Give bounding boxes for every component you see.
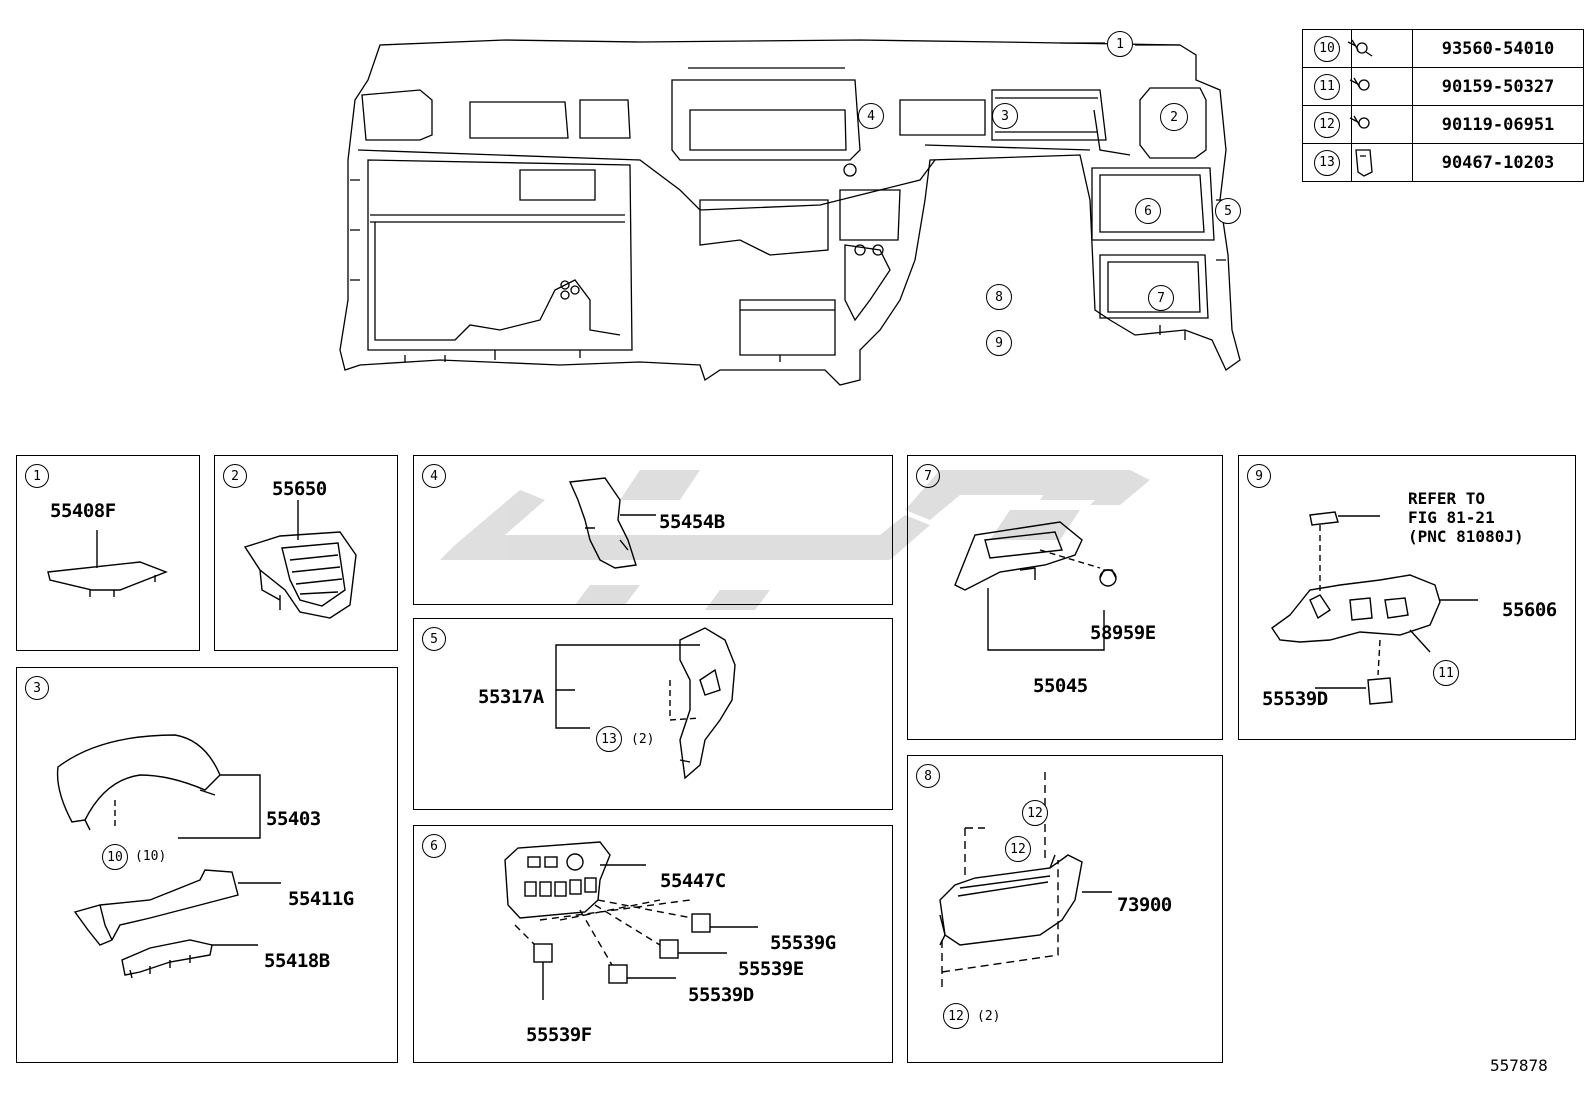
fastener-qty: (2): [631, 732, 655, 747]
overview-callout-8[interactable]: 8: [986, 284, 1012, 310]
panel-5: 5: [413, 618, 893, 810]
part-number-55045[interactable]: 55045: [1033, 675, 1088, 697]
panel-1: 1: [16, 455, 200, 651]
fastener-row[interactable]: 12 90119-06951: [1302, 105, 1584, 144]
panel-number: 4: [422, 464, 446, 488]
part-55045-sketch: [954, 521, 1117, 651]
panel-number: 6: [422, 834, 446, 858]
fastener-ref: 13: [1314, 149, 1340, 176]
panel-number: 5: [422, 627, 446, 651]
part-55650-sketch: [243, 500, 357, 619]
panel-2: 2: [214, 455, 398, 651]
fastener-row[interactable]: 11 90159-50327: [1302, 67, 1584, 106]
panel-8: 8: [907, 755, 1223, 1063]
part-number-55539f[interactable]: 55539F: [526, 1024, 592, 1046]
panel-number: 2: [223, 464, 247, 488]
fastener-callout-13[interactable]: 13: [596, 726, 622, 752]
part-number-55539d[interactable]: 55539D: [1262, 688, 1328, 710]
panel-number: 9: [1247, 464, 1271, 488]
overview-callout-3[interactable]: 3: [992, 103, 1018, 129]
part-55317a-sketch: [555, 627, 736, 780]
part-number-55454b[interactable]: 55454B: [659, 511, 725, 533]
part-number-58959e[interactable]: 58959E: [1090, 622, 1156, 644]
fastener-ref: 10: [1314, 35, 1340, 62]
part-number-55317a[interactable]: 55317A: [478, 686, 544, 708]
fastener-row[interactable]: 10 93560-54010: [1302, 29, 1584, 68]
part-number-55539g[interactable]: 55539G: [770, 932, 836, 954]
part-number-55539e[interactable]: 55539E: [738, 958, 804, 980]
fastener-qty: (2): [977, 1009, 1001, 1024]
fastener-part-number: 90159-50327: [1412, 67, 1584, 106]
watermark-logo: [440, 470, 1150, 610]
overview-callout-6[interactable]: 6: [1135, 198, 1161, 224]
part-55411g-sketch: [73, 869, 281, 946]
part-number-55403[interactable]: 55403: [266, 808, 321, 830]
part-number-55606[interactable]: 55606: [1502, 599, 1557, 621]
panel-3: 3: [16, 667, 398, 1063]
fastener-callout-12[interactable]: 12: [943, 1003, 969, 1029]
panel-number: 3: [25, 676, 49, 700]
panel-7: 7: [907, 455, 1223, 740]
part-number-55408f[interactable]: 55408F: [50, 500, 116, 522]
overview-callout-4[interactable]: 4: [858, 103, 884, 129]
panel-6: 6: [413, 825, 893, 1063]
overview-callout-9[interactable]: 9: [986, 330, 1012, 356]
reference-note[interactable]: REFER TO FIG 81-21 (PNC 81080J): [1408, 489, 1524, 546]
part-55606-sketch: [1271, 511, 1478, 705]
diagram-id: 557878: [1490, 1056, 1548, 1075]
instrument-panel-overview: [339, 39, 1241, 386]
part-number-73900[interactable]: 73900: [1117, 894, 1172, 916]
panel-number: 7: [916, 464, 940, 488]
part-number-55539d[interactable]: 55539D: [688, 984, 754, 1006]
fastener-ref: 11: [1314, 73, 1340, 100]
fastener-part-number: 93560-54010: [1412, 29, 1584, 68]
part-55447c-sketch: [504, 841, 646, 919]
fastener-part-number: 90119-06951: [1412, 105, 1584, 144]
overview-callout-1[interactable]: 1: [1107, 31, 1133, 57]
part-55403-sketch: [56, 734, 261, 839]
fastener-callout-12[interactable]: 12: [1005, 836, 1031, 862]
part-number-55418b[interactable]: 55418B: [264, 950, 330, 972]
fastener-table: 10 93560-54010 11 90159-50327 12 90119-0…: [1302, 29, 1584, 182]
fastener-qty: (10): [135, 849, 167, 864]
fastener-row[interactable]: 13 90467-10203: [1302, 143, 1584, 182]
overview-callout-2[interactable]: 2: [1160, 103, 1188, 131]
part-number-55447c[interactable]: 55447C: [660, 870, 726, 892]
panel-4: 4: [413, 455, 893, 605]
part-number-55650[interactable]: 55650: [272, 478, 327, 500]
fastener-callout-10[interactable]: 10: [102, 844, 128, 870]
fastener-part-number: 90467-10203: [1412, 143, 1584, 182]
overview-callout-5[interactable]: 5: [1215, 198, 1241, 224]
part-number-55411g[interactable]: 55411G: [288, 888, 354, 910]
panel-number: 1: [25, 464, 49, 488]
part-55454b-sketch: [568, 477, 656, 569]
overview-callout-7[interactable]: 7: [1148, 285, 1174, 311]
panel-9: 9: [1238, 455, 1576, 740]
fastener-callout-11[interactable]: 11: [1433, 660, 1459, 686]
fastener-callout-12[interactable]: 12: [1022, 800, 1048, 826]
part-55418b-sketch: [121, 939, 258, 979]
part-55408f-sketch: [47, 530, 168, 597]
panel-number: 8: [916, 764, 940, 788]
part-55539-switch-sketches: [514, 899, 758, 1000]
fastener-ref: 12: [1314, 111, 1340, 138]
